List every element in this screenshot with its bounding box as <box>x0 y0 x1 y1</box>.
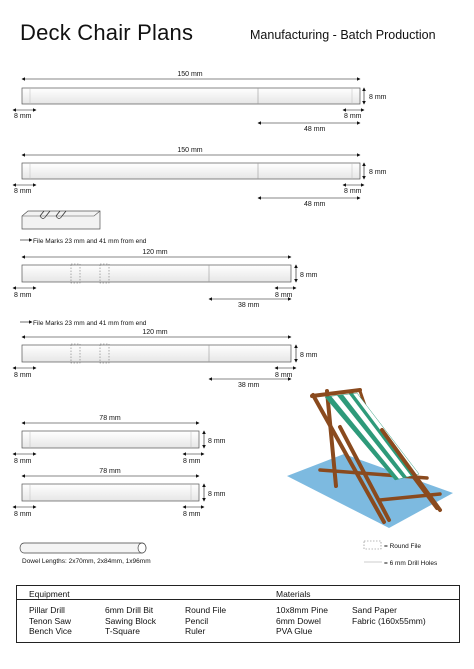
round-file-mark <box>99 343 110 364</box>
dim-label-end-left: 8 mm <box>14 458 32 465</box>
dim-label-width: 8 mm <box>208 438 226 445</box>
file-marks-note: File Marks 23 mm and 41 mm from end <box>33 238 147 245</box>
list-item: 6mm Dowel <box>276 615 321 626</box>
list-item: 10x8mm Pine <box>276 605 328 615</box>
dim-label-length: 120 mm <box>142 329 167 336</box>
list-item: T-Square <box>105 626 140 636</box>
rail-body <box>21 87 361 105</box>
list-item: Pencil <box>185 615 209 626</box>
page-title: Deck Chair Plans <box>20 20 194 45</box>
dowel-lengths-note: Dowel Lengths: 2x70mm, 2x84mm, 1x96mm <box>22 558 151 565</box>
dim-label-end-right: 8 mm <box>344 113 362 120</box>
dim-label-end-right: 8 mm <box>183 511 201 518</box>
list-item: 6mm Drill Bit <box>105 605 154 615</box>
dim-label-end-right: 8 mm <box>344 188 362 195</box>
legend-drill-holes: = 6 mm Drill Holes <box>384 560 438 567</box>
chair-fabric <box>324 392 420 481</box>
strut-body <box>21 483 200 502</box>
list-item: Fabric (160x55mm) <box>352 615 426 626</box>
dim-label-hole: 48 mm <box>304 126 326 133</box>
dim-label-length: 78 mm <box>99 468 121 475</box>
dim-label-length: 120 mm <box>142 249 167 256</box>
materials-col-1: 10x8mm Pine 6mm Dowel PVA Glue <box>276 605 328 637</box>
dowel-drawing: Dowel Lengths: 2x70mm, 2x84mm, 1x96mm <box>19 542 151 565</box>
list-item: Sawing Block <box>105 615 157 626</box>
dim-label-width: 8 mm <box>369 169 387 176</box>
legend-round-file: = Round File <box>384 543 421 550</box>
list-item: Bench Vice <box>29 626 72 636</box>
materials-header: Materials <box>276 589 311 599</box>
dim-label-end-left: 8 mm <box>14 292 32 299</box>
notch-detail: File Marks 23 mm and 41 mm from end <box>20 210 147 245</box>
equipment-col-1: Pillar Drill Tenon Saw Bench Vice <box>29 605 72 637</box>
dim-label-width: 8 mm <box>369 94 387 101</box>
dim-label-end-left: 8 mm <box>14 372 32 379</box>
rail-body <box>21 162 361 180</box>
dim-label-end-left: 8 mm <box>14 511 32 518</box>
rail-150-top: 150 mm 8 mm 8 mm 8 mm 48 mm <box>12 71 387 133</box>
dim-label-end-right: 8 mm <box>275 372 293 379</box>
round-file-mark <box>99 263 110 284</box>
dim-label-end-right: 8 mm <box>183 458 201 465</box>
list-item: Ruler <box>185 626 206 636</box>
list-item: Round File <box>185 605 227 615</box>
dim-label-length: 150 mm <box>177 71 202 78</box>
dim-label-end-left: 8 mm <box>14 113 32 120</box>
leg-120-top: 120 mm 8 mm 8 mm 8 mm 38 mm <box>12 249 318 309</box>
strut-78-top: 78 mm 8 mm 8 mm 8 mm <box>12 415 226 465</box>
leg-120-bottom: File Marks 23 mm and 41 mm from end 120 … <box>12 320 318 389</box>
leg-body <box>21 344 292 363</box>
list-item: PVA Glue <box>276 626 313 636</box>
dim-label-length: 78 mm <box>99 415 121 422</box>
dim-label-end-left: 8 mm <box>14 188 32 195</box>
list-item: Pillar Drill <box>29 605 65 615</box>
list-item: Sand Paper <box>352 605 397 615</box>
list-item: Tenon Saw <box>29 615 72 626</box>
dim-label-end-right: 8 mm <box>275 292 293 299</box>
round-file-mark <box>70 263 81 284</box>
equipment-header: Equipment <box>29 589 70 599</box>
equipment-col-3: Round File Pencil Ruler <box>185 605 226 637</box>
round-file-legend-swatch <box>363 540 382 550</box>
dim-label-hole: 38 mm <box>238 302 260 309</box>
equipment-materials-table: Equipment Materials Pillar Drill Tenon S… <box>16 585 460 643</box>
dim-label-width: 8 mm <box>300 272 318 279</box>
dim-label-length: 150 mm <box>177 147 202 154</box>
page-subtitle: Manufacturing - Batch Production <box>250 28 436 42</box>
materials-col-2: Sand Paper Fabric (160x55mm) <box>352 605 426 626</box>
round-file-mark <box>70 343 81 364</box>
rail-150-bottom: 150 mm 8 mm 8 mm 8 mm 48 mm <box>12 147 387 208</box>
strut-78-bottom: 78 mm 8 mm 8 mm 8 mm <box>12 468 226 518</box>
file-marks-note: File Marks 23 mm and 41 mm from end <box>33 320 147 327</box>
dim-label-width: 8 mm <box>208 491 226 498</box>
deck-chair-illustration <box>287 388 453 528</box>
strut-body <box>21 430 200 449</box>
leg-body <box>21 264 292 283</box>
dim-label-width: 8 mm <box>300 352 318 359</box>
chair-shadow <box>287 454 453 528</box>
dim-label-hole: 38 mm <box>238 382 260 389</box>
legend: = Round File = 6 mm Drill Holes <box>363 540 438 567</box>
equipment-col-2: 6mm Drill Bit Sawing Block T-Square <box>105 605 156 637</box>
dim-label-hole: 48 mm <box>304 201 326 208</box>
